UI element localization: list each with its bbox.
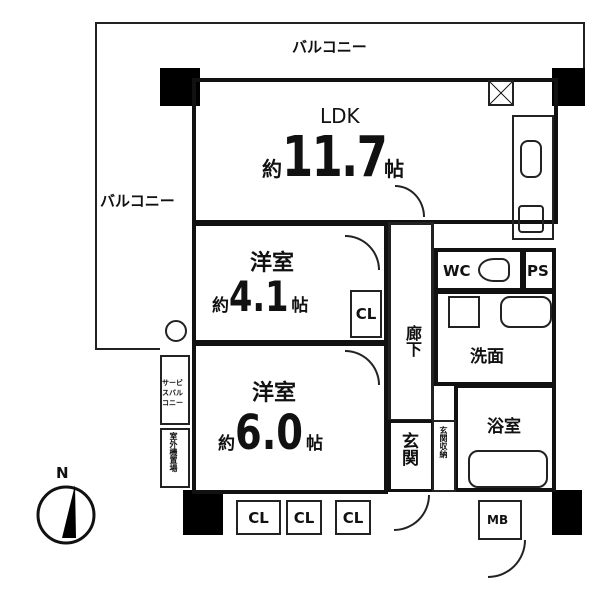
area-prefix: 約 (262, 157, 282, 181)
area-value: 6.0 (235, 405, 304, 461)
stove-icon (518, 205, 544, 233)
balcony-left-outline (95, 22, 160, 350)
room2-label: 洋室 (252, 381, 297, 406)
mb-label: MB (487, 513, 509, 527)
balcony-top-label: バルコニー (292, 38, 367, 56)
ldk-area: 約11.7帖 (262, 125, 404, 190)
closet: CL (236, 500, 281, 535)
washroom-label: 洗面 (470, 347, 504, 367)
ac-unit-icon (165, 320, 187, 342)
compass-circle (36, 485, 96, 545)
bathroom (454, 384, 556, 492)
washbasin-icon (500, 296, 552, 328)
entrance-door[interactable] (394, 495, 430, 531)
room-western-2 (192, 342, 388, 494)
area-prefix: 約 (212, 296, 229, 316)
area-unit: 帖 (291, 296, 309, 316)
meter-box (478, 500, 522, 540)
washing-machine-icon (448, 296, 480, 328)
service-balcony (160, 355, 190, 425)
corridor (388, 222, 434, 422)
closet-label: CL (248, 508, 269, 527)
ps-label: PS (527, 262, 549, 280)
service-balcony-label: サービスバルコニー (162, 379, 183, 407)
sink-icon (520, 140, 542, 178)
toilet-icon (478, 258, 510, 282)
area-prefix: 約 (218, 434, 235, 454)
ventilation-icon (488, 80, 514, 106)
bathtub-icon (468, 450, 548, 488)
area-value: 4.1 (229, 272, 289, 321)
door[interactable] (488, 540, 526, 578)
outdoor-unit-area (160, 428, 190, 488)
closet-label: CL (293, 508, 315, 527)
entrance-label: 玄関 (398, 432, 418, 466)
closet-label: CL (355, 305, 377, 323)
corridor-label: 廊下 (403, 325, 422, 357)
closet: CL (335, 500, 371, 535)
area-unit: 帖 (384, 157, 405, 181)
wc-label: WC (443, 262, 471, 280)
outdoor-unit-label: 室外機置場 (169, 432, 178, 472)
bathroom-label: 浴室 (487, 417, 521, 437)
closet-label: CL (342, 508, 364, 527)
compass-icon: N (30, 464, 105, 545)
balcony-left-label: バルコニー (100, 192, 175, 210)
closet: CL (350, 290, 382, 338)
entrance-storage (432, 420, 456, 492)
area-value: 11.7 (282, 125, 388, 190)
closet: CL (286, 500, 322, 535)
kitchen-counter (512, 115, 554, 240)
pillar (552, 490, 582, 535)
ldk-label: LDK (320, 104, 360, 128)
pillar (183, 490, 223, 535)
room1-label: 洋室 (250, 251, 295, 276)
area-unit: 帖 (306, 434, 324, 454)
entrance-storage-label: 玄関収納 (439, 426, 448, 458)
compass-north-label: N (56, 464, 69, 482)
